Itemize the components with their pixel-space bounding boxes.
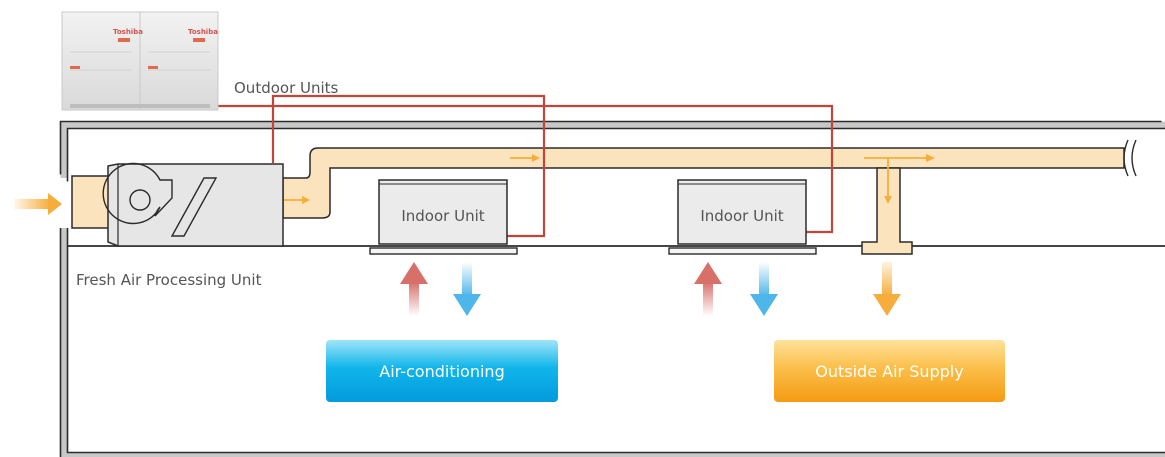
fresh-air-unit-label: Fresh Air Processing Unit: [76, 271, 262, 289]
outdoor-unit-grille: [70, 51, 210, 71]
return-air-arrow-2: [694, 262, 722, 316]
outdoor-unit-brand-1: Toshiba: [113, 28, 143, 36]
supply-duct: [282, 147, 1125, 219]
indoor-unit-1: [369, 179, 518, 255]
indoor-unit-2: [668, 179, 817, 255]
outdoor-units-label: Outdoor Units: [234, 79, 339, 97]
refrigerant-pipes: [212, 94, 834, 238]
branch-duct: [861, 167, 913, 255]
indoor-unit-2-label: Indoor Unit: [700, 207, 784, 225]
indoor-unit-1-label: Indoor Unit: [401, 207, 485, 225]
fan-icon: [102, 162, 173, 225]
return-air-arrow-1: [400, 262, 428, 316]
outdoor-unit-brand-2: Toshiba: [188, 28, 218, 36]
filter-icon: [170, 177, 218, 237]
supply-air-arrow-1: [453, 262, 481, 316]
outside-air-arrow: [873, 262, 901, 316]
supply-air-arrow-2: [750, 262, 778, 316]
building-outline: [59, 120, 1165, 457]
outside-air-supply-legend: Outside Air Supply: [774, 340, 1005, 402]
fresh-air-processing-unit: [102, 162, 284, 247]
outdoor-units: [61, 11, 219, 111]
fresh-air-inlet-arrow: [14, 193, 62, 215]
air-conditioning-legend: Air-conditioning: [326, 340, 558, 402]
duct-break-symbol: [1123, 139, 1137, 177]
duct-flow-arrows: [284, 154, 935, 204]
